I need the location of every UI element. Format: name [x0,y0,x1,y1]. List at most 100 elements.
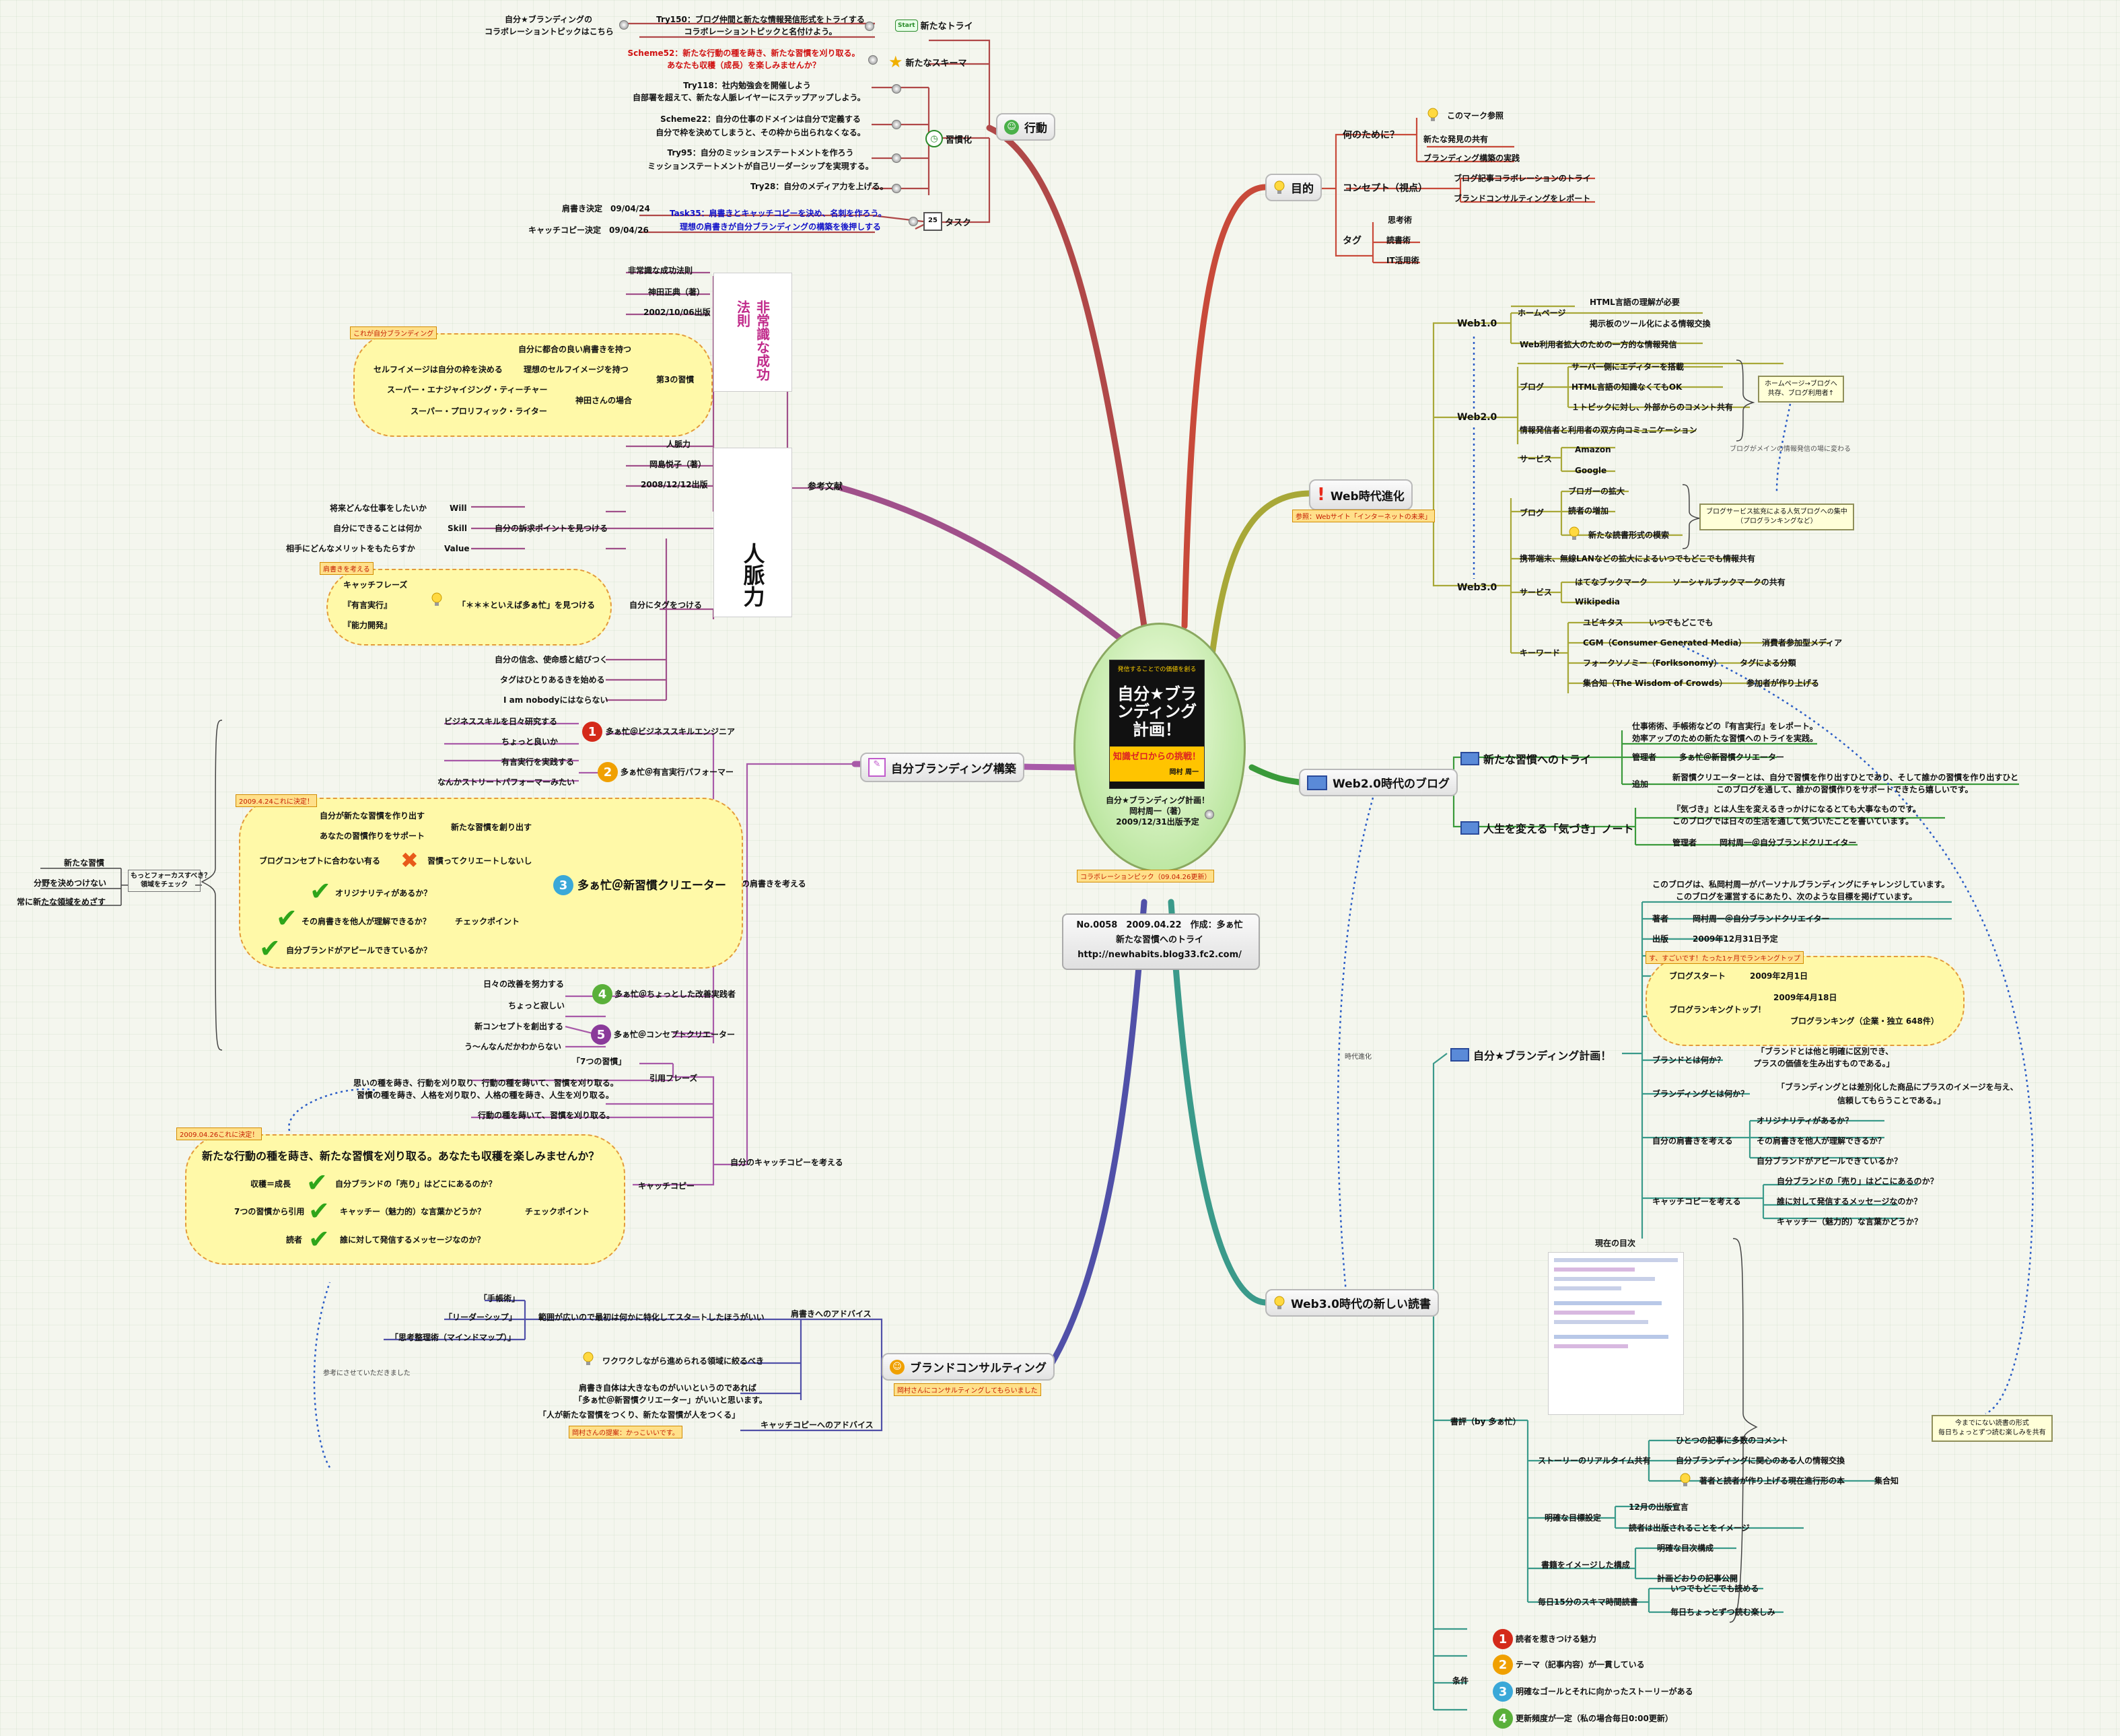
new-try-text-1: Try150：ブログ仲間と新たな情報発信形式をトライする [656,15,865,24]
new-try-node[interactable]: Start 新たなトライ [895,19,973,32]
focus-label-2: 領域をチェック [141,880,188,889]
task-node[interactable]: 25 タスク [923,212,971,231]
k3-tag: 2009.4.24これに決定！ [236,794,317,807]
w2-two: 情報発信者と利用者の双方向コミュニケーション [1520,425,1697,435]
plan-brandv2: プラスの価値を生み出すものである。」 [1753,1059,1895,1068]
number-5-icon: 5 [591,1025,611,1045]
branch-web20-label: Web2.0時代のブログ [1333,777,1450,791]
book2-cloud [326,569,612,646]
task-label: タスク [945,217,972,228]
branch-action[interactable]: ☺ 行動 [996,113,1055,141]
toc-line [1554,1335,1668,1339]
toc-line [1554,1268,1635,1272]
toc-line [1554,1344,1628,1348]
info-line-3[interactable]: http://newhabits.blog33.fc2.com/ [1077,950,1242,960]
habit-3b: ミッションステートメントが自己リーダーシップを実現する。 [647,162,874,171]
plan-catch: キャッチコピーを考える [1652,1197,1741,1206]
ref-node[interactable]: 参考文献 [808,482,843,492]
branch-build-label: 自分ブランディング構築 [891,762,1016,776]
copy-r2: 7つの習慣から引用 [234,1207,305,1216]
info-line-2: 新たな習慣へのトライ [1115,935,1203,945]
new-try-text-2: コラボレーショントピックと名付けよう。 [684,27,837,36]
w2-note-2: 共存、ブログ利用者↑ [1767,390,1835,397]
purpose-t2: 読書術 [1386,236,1411,245]
toc-line [1554,1258,1678,1262]
book2-q1: 将来どんな仕事をしたいか [330,504,427,513]
try-node[interactable]: 新たな習慣へのトライ [1460,751,1591,767]
k4-label: 多ぁ忙＠ちょっとした改善実践者 [614,989,736,999]
info-box[interactable] [1062,913,1260,970]
branch-web30[interactable]: Web3.0時代の新しい読書 [1265,1289,1439,1317]
habit-node[interactable]: ◷ 習慣化 [925,130,972,147]
scheme-handle[interactable] [868,55,878,65]
try-d1: 仕事術術、手帳術などの『有言実行』をレポート。 [1632,722,1818,731]
branch-consult[interactable]: ☺ ブランドコンサルティング [882,1353,1055,1381]
plan-pub: 出版 [1652,934,1669,944]
purpose-t3: IT活用術 [1386,256,1419,265]
branch-web[interactable]: ! Web時代進化 [1309,479,1413,510]
scheme-label: 新たなスキーマ [905,58,967,69]
new-try-left-1: 自分★ブランディングの [505,15,592,24]
try-d2: 効率アップのための新たな習慣へのトライを実践。 [1632,734,1818,743]
life-node[interactable]: 人生を変える「気づき」ノート [1460,820,1634,836]
review-s3: 著者と読者が作り上げる現在進行形の本 [1699,1476,1845,1486]
branch-build[interactable]: ✎ 自分ブランディング構築 [860,753,1024,782]
habit-3a: Try95：自分のミッションステートメントを作ろう [667,148,854,158]
w3-k3: フォークソノミー（Forlksonomy） [1583,658,1722,668]
review-story: ストーリーのリアルタイム共有 [1538,1456,1651,1465]
central-expand-handle[interactable] [1205,810,1214,819]
life-d2: このブログでは日々の生活を通して気づいたことを書いています。 [1672,817,1914,826]
plan-node[interactable]: 自分★ブランディング計画！ [1450,1047,1611,1063]
scheme-node[interactable]: ★ 新たなスキーマ [888,53,967,71]
consult-adv2: キャッチコピーへのアドバイス [761,1420,874,1430]
plan-branding: ブランディングとは何か？ [1652,1089,1749,1099]
blog-icon-life [1460,821,1479,835]
consult-m2: 「リーダーシップ」 [444,1313,517,1322]
w2-b3: １トピックに対し、外部からのコメント共有 [1571,403,1734,412]
w3-s2: Wikipedia [1575,597,1620,606]
review-shu: 集合知 [1874,1476,1899,1486]
w3-note-1: ブログサービス拡充による人気ブログへの集中 [1706,508,1847,516]
number-2-icon: 2 [598,762,618,782]
life-label: 人生を変える「気づき」ノート [1483,823,1634,835]
k5-b: う〜んなんだかわからない [464,1042,562,1051]
central-line-2: 岡村周一（著） [1129,806,1186,816]
cond-number-3-icon: 3 [1493,1681,1513,1702]
k3-a: 自分が新たな習慣を作り出す [320,811,425,821]
new-try-handle[interactable] [619,20,629,30]
check-icon-2: ✔ [276,903,297,933]
book1-item-2: 理想のセルフイメージを持つ [524,365,629,374]
focus-label-1: もっとフォーカスすべき？ [131,872,211,880]
toc-line [1554,1301,1662,1305]
task-handle[interactable] [909,217,918,226]
branch-web20[interactable]: Web2.0時代のブログ [1299,769,1458,796]
copy-plain: 行動の種を蒔いて、習慣を刈り取る。 [478,1111,615,1120]
book1-tag: これが自分ブランディング [350,326,437,339]
habit-2-handle[interactable] [892,120,901,129]
central-line-1: 自分★ブランディング計画！ [1106,796,1209,805]
habit-label: 習慣化 [946,135,973,145]
habit-4-handle[interactable] [892,184,901,193]
copy-c3: 誰に対して発信するメッセージなのか？ [340,1235,485,1245]
focus-i1: 新たな習慣 [64,858,105,868]
branch-purpose[interactable]: 目的 [1265,174,1322,201]
book1-left: セルフイメージは自分の枠を決める [374,365,503,374]
w1-h2: 掲示板のツール化による情報交換 [1590,319,1711,328]
new-try-text-handle[interactable] [865,22,874,31]
cond-c2: テーマ（記事内容）が一貫している [1516,1660,1645,1669]
toc-line [1554,1320,1648,1324]
copy-quote: 引用フレーズ [649,1074,698,1083]
review-st1: 明確な目次構成 [1657,1543,1714,1553]
k1-a: ビジネススキルを日々研究する [444,717,558,726]
review-t2: 毎日ちょっとずつ読む楽しみ [1670,1607,1775,1617]
purpose-concept: コンセプト（視点） [1343,183,1427,194]
habit-3-handle[interactable] [892,153,901,163]
star-icon: ★ [888,53,903,71]
number-1-icon: 1 [582,722,602,742]
plan-label: 自分★ブランディング計画！ [1473,1049,1612,1062]
review-t1: いつでもどこでも読める [1670,1584,1759,1593]
habit-1-handle[interactable] [892,84,901,94]
plan-q2: その肩書きを他人が理解できるか？ [1757,1136,1886,1146]
branch-web-label: Web時代進化 [1330,489,1405,504]
focus-i2: 分野を決めつけない [34,878,107,888]
